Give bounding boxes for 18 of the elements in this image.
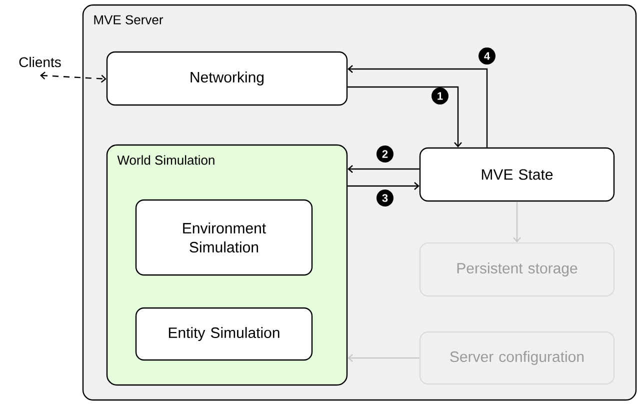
callout-number: 1 — [432, 88, 448, 104]
arrow — [348, 165, 420, 173]
arrow — [348, 86, 462, 148]
arrow — [348, 354, 420, 362]
arrow — [348, 182, 420, 190]
callout-number: 4 — [478, 48, 496, 64]
process-box: Persistent storage — [419, 242, 615, 297]
process-box: MVE State — [419, 147, 615, 202]
arrow — [348, 65, 488, 148]
arrow — [40, 72, 106, 83]
process-box: Networking — [106, 51, 348, 106]
process-box: Server configuration — [419, 331, 615, 385]
process-box: Environment Simulation — [135, 199, 313, 276]
node-label: Clients — [19, 56, 61, 68]
callout-number: 3 — [376, 190, 394, 206]
callout-number: 2 — [376, 146, 394, 162]
arrow — [513, 202, 521, 242]
process-box: Entity Simulation — [135, 307, 313, 361]
